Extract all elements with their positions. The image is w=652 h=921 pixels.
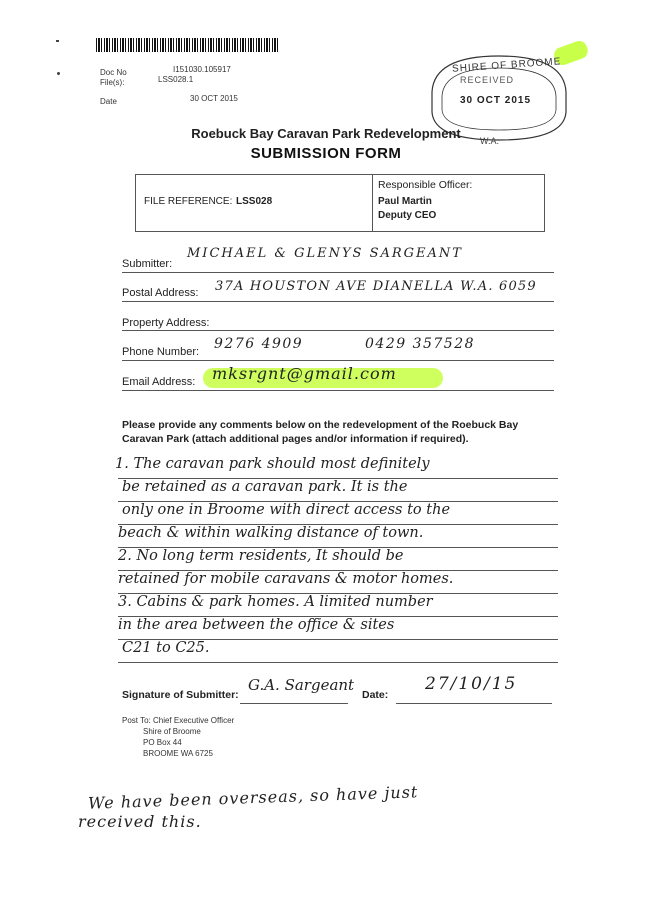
barcode [96, 38, 280, 52]
date-label: Date [100, 97, 117, 106]
post-to-line: Post To: Chief Executive Officer [122, 716, 235, 725]
date-field-label: Date: [362, 689, 389, 701]
email-value: mksrgnt@gmail.com [212, 364, 397, 383]
comment-text: retained for mobile caravans & motor hom… [118, 571, 454, 587]
comment-text: 2. No long term residents, It should be [118, 548, 404, 564]
scan-mark [57, 72, 60, 75]
comment-text: only one in Broome with direct access to… [122, 502, 451, 518]
email-line [122, 390, 554, 391]
file-ref-label: FILE REFERENCE: [144, 196, 233, 207]
footnote-text: received this. [78, 812, 202, 831]
footnote-text: We have been overseas, so have just [87, 782, 419, 813]
post-to-line: PO Box 44 [143, 738, 182, 747]
post-to-line: Shire of Broome [143, 727, 201, 736]
signature-line [240, 703, 348, 704]
email-label: Email Address: [122, 376, 196, 388]
form-subtitle: SUBMISSION FORM [250, 145, 402, 162]
comment-instructions: Please provide any comments below on the… [122, 419, 519, 445]
scan-mark [56, 40, 59, 42]
comment-text: be retained as a caravan park. It is the [122, 479, 408, 495]
reference-box: FILE REFERENCE: LSS028 Responsible Offic… [135, 174, 545, 232]
officer-label: Responsible Officer: [378, 179, 473, 191]
date-value: 30 OCT 2015 [190, 94, 238, 103]
files-label: File(s): [100, 78, 125, 87]
comment-text: beach & within walking distance of town. [118, 525, 424, 541]
comment-line [118, 593, 558, 594]
received-stamp [431, 55, 567, 141]
phone-value-1: 9276 4909 [214, 336, 304, 352]
stamp-date: 30 OCT 2015 [460, 95, 532, 106]
comment-text: in the area between the office & sites [118, 617, 395, 633]
email-highlight [203, 368, 443, 388]
phone-line [122, 360, 554, 361]
stamp-state: W.A. [480, 136, 500, 146]
property-label: Property Address: [122, 317, 210, 329]
files-value: LSS028.1 [158, 75, 194, 84]
officer-title: Deputy CEO [378, 210, 437, 221]
officer-name: Paul Martin [378, 196, 432, 207]
comment-text: C21 to C25. [122, 640, 210, 656]
post-to-line: BROOME WA 6725 [143, 749, 213, 758]
comment-line [118, 616, 558, 617]
file-ref-value: LSS028 [236, 196, 273, 207]
postal-label: Postal Address: [122, 287, 199, 299]
doc-no-label: Doc No [100, 68, 127, 77]
date-line [396, 703, 552, 704]
comment-line [118, 662, 558, 663]
postal-line [122, 301, 554, 302]
comment-line [118, 478, 558, 479]
comment-line [118, 501, 558, 502]
property-line [122, 330, 554, 331]
signature-value: G.A. Sargeant [248, 676, 355, 694]
comment-line [118, 570, 558, 571]
comment-line [118, 524, 558, 525]
signature-date: 27/10/15 [425, 674, 518, 694]
phone-value-2: 0429 357528 [365, 336, 476, 352]
doc-no-value: I151030.105917 [173, 65, 231, 74]
submitter-value: MICHAEL & GLENYS SARGEANT [187, 246, 463, 261]
postal-value: 37A HOUSTON AVE DIANELLA W.A. 6059 [215, 279, 537, 294]
form-title: Roebuck Bay Caravan Park Redevelopment [191, 126, 461, 141]
phone-label: Phone Number: [122, 346, 200, 358]
comment-line [118, 639, 558, 640]
submitter-label: Submitter: [122, 258, 173, 270]
comment-text: 3. Cabins & park homes. A limited number [118, 594, 433, 610]
stamp-status: RECEIVED [460, 75, 515, 85]
box-divider [372, 175, 373, 231]
comment-line [118, 547, 558, 548]
submitter-line [122, 272, 554, 273]
comment-text: 1. The caravan park should most definite… [115, 456, 430, 472]
signature-label: Signature of Submitter: [122, 689, 239, 701]
